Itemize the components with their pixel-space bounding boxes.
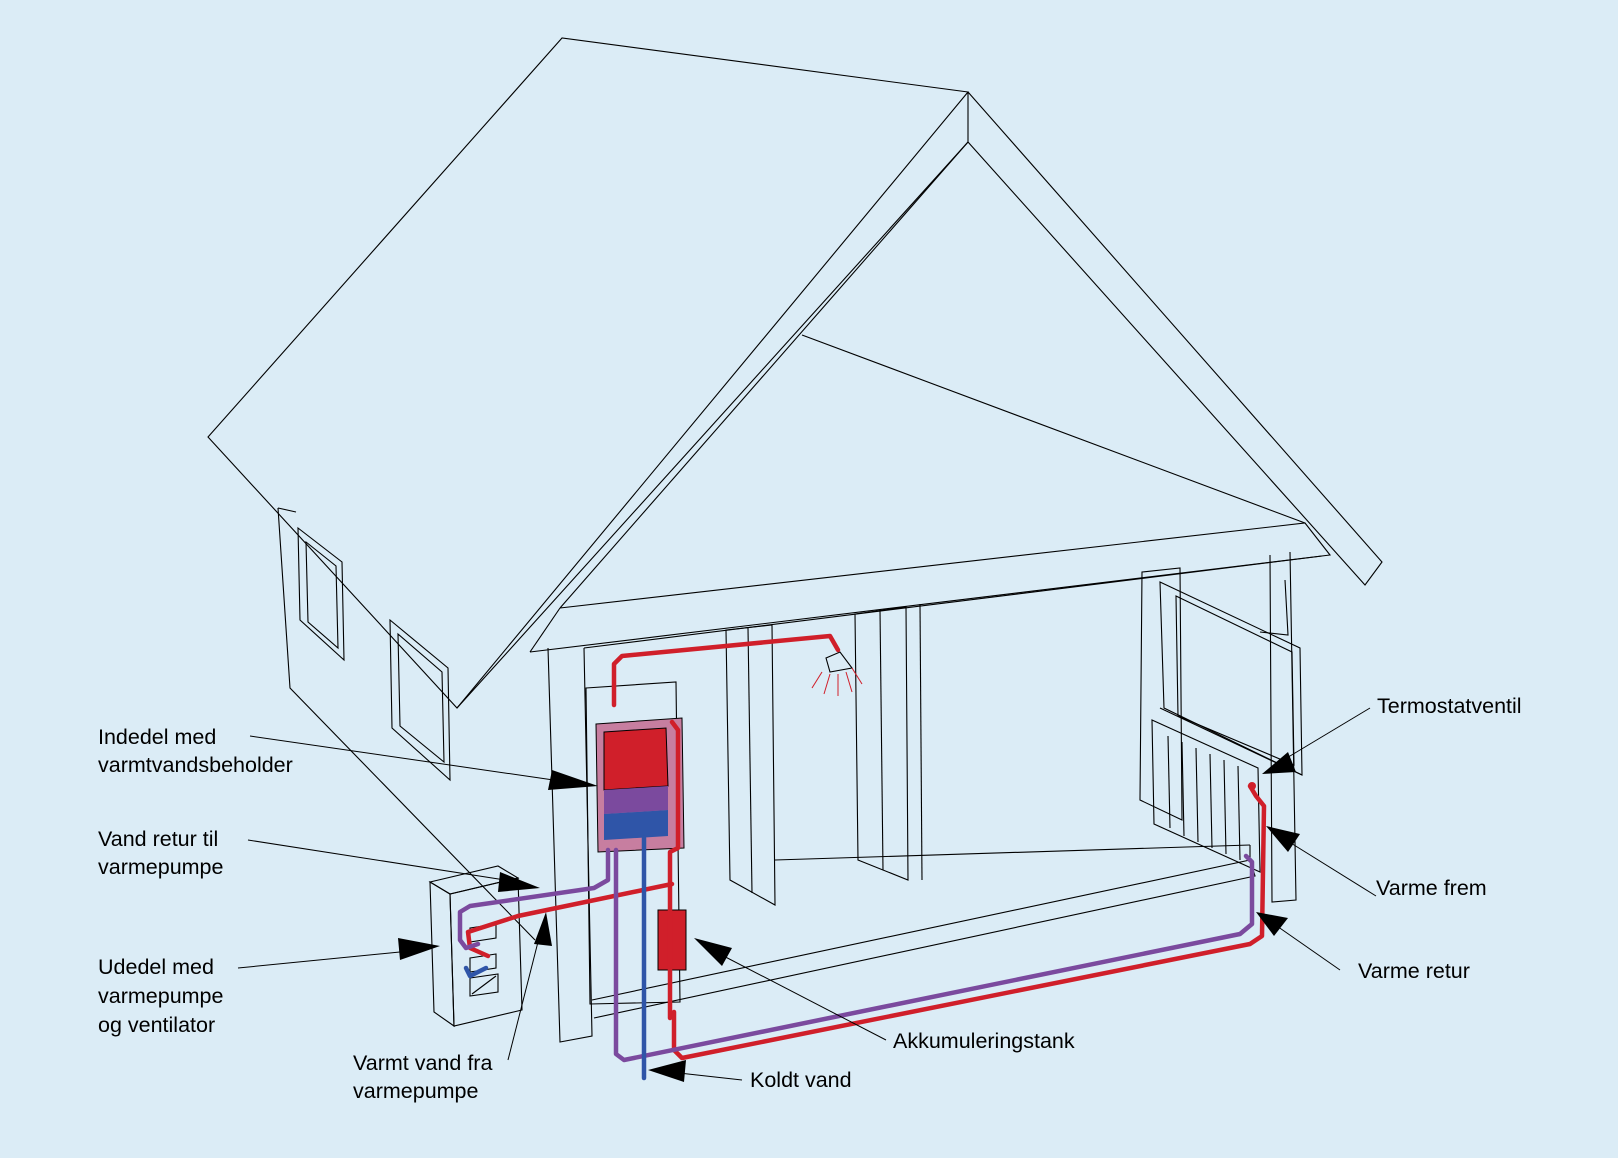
house-outline [207,37,1383,1043]
label-heat-flow: Varme frem [1376,876,1487,900]
indoor-unit [585,681,687,1005]
outdoor-unit [428,865,523,1028]
label-heat-return: Varme retur [1358,959,1470,983]
label-hot-water-from-pump-1: Varmt vand fra [353,1051,492,1075]
callout-pointers [237,707,1377,1082]
label-outdoor-unit-1: Udedel med [98,955,214,979]
label-cold-water: Koldt vand [750,1068,852,1092]
pipes [457,633,1267,1081]
label-outdoor-unit-3: og ventilator [98,1013,215,1037]
label-indoor-unit-1: Indedel med [98,725,216,749]
label-thermostat-valve: Termostatventil [1377,694,1522,718]
label-hot-water-from-pump-2: varmepumpe [353,1079,478,1103]
label-accumulation-tank: Akkumuleringstank [893,1029,1075,1053]
label-water-return-2: varmepumpe [98,855,223,879]
label-outdoor-unit-2: varmepumpe [98,984,223,1008]
label-water-return-1: Vand retur til [98,827,218,851]
label-indoor-unit-2: varmtvandsbeholder [98,753,293,777]
labels: Indedel med varmtvandsbeholder Vand retu… [98,694,1522,1103]
